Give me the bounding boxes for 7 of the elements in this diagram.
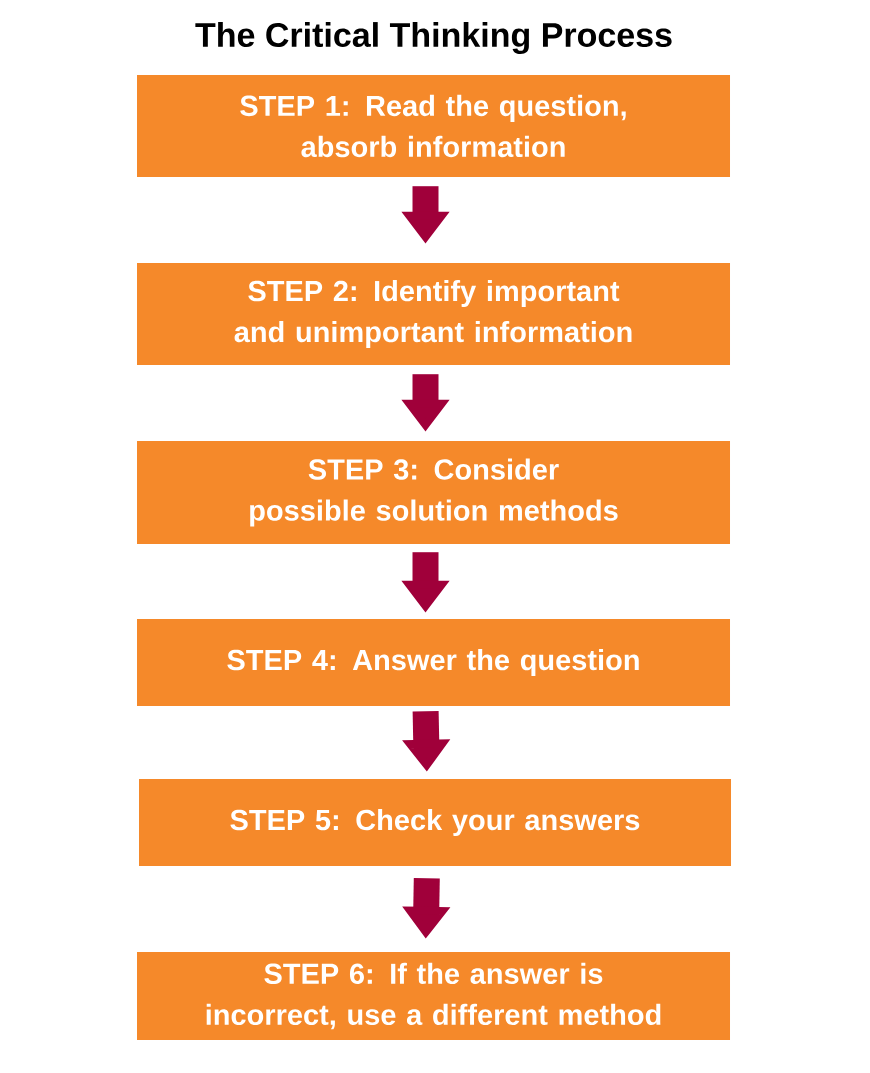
step-box: STEP 3: Consider possible solution methods bbox=[137, 441, 730, 544]
step-box: STEP 4: Answer the question bbox=[137, 619, 730, 706]
title: The Critical Thinking Process bbox=[195, 22, 672, 54]
step-box: STEP 2: Identify important and unimportant information bbox=[137, 263, 730, 365]
step-box: STEP 5: Check your answers bbox=[139, 779, 731, 866]
step-box: STEP 1: Read the question, absorb information bbox=[137, 75, 730, 177]
step-box: STEP 6: If the answer is incorrect, use a different method bbox=[137, 952, 730, 1040]
